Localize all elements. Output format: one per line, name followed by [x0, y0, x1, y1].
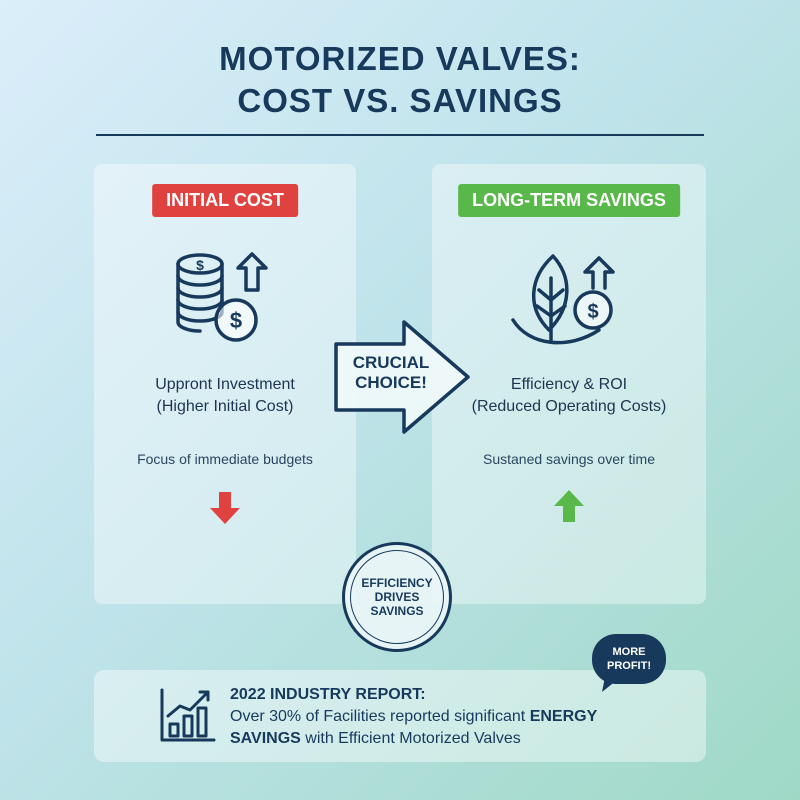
initial-cost-subhead-line-2: (Higher Initial Cost): [156, 398, 294, 415]
svg-text:$: $: [230, 308, 242, 333]
page-title: MOTORIZED VALVES: COST VS. SAVINGS: [0, 38, 800, 122]
crucial-choice-arrow-icon: [332, 318, 472, 441]
report-line-3-regular: with Efficient Motorized Valves: [300, 730, 521, 747]
more-profit-bubble: MORE PROFIT!: [592, 634, 666, 684]
long-term-savings-badge: LONG-TERM SAVINGS: [458, 184, 680, 217]
long-term-savings-subhead-line-2: (Reduced Operating Costs): [471, 398, 667, 415]
long-term-savings-panel: LONG-TERM SAVINGS $ Efficiency & ROI (Re…: [432, 164, 706, 604]
crucial-choice-line-2: CHOICE!: [355, 373, 427, 392]
coins-dollar-up-icon: $ $: [170, 250, 280, 355]
report-line-3-bold: SAVINGS: [230, 730, 301, 747]
efficiency-seal-text: EFFICIENCY DRIVES SAVINGS: [350, 550, 444, 644]
report-heading: 2022 INDUSTRY REPORT:: [230, 686, 426, 703]
seal-line-3: SAVINGS: [370, 604, 424, 618]
industry-report-text: 2022 INDUSTRY REPORT: Over 30% of Facili…: [230, 684, 690, 750]
initial-cost-panel: INITIAL COST $ $ Uppront Investment (Hig…: [94, 164, 356, 604]
long-term-savings-note: Sustaned savings over time: [483, 451, 655, 467]
title-divider: [96, 134, 704, 136]
initial-cost-description: Uppront Investment (Higher Initial Cost): [94, 374, 356, 418]
leaf-dollar-up-icon: $: [509, 250, 629, 355]
crucial-choice-line-1: CRUCIAL: [352, 353, 430, 372]
initial-cost-subhead-line-1: Uppront Investment: [155, 376, 295, 393]
bar-chart-up-icon: [158, 686, 216, 749]
bubble-line-1: MORE: [612, 646, 646, 658]
arrow-down-icon: [208, 490, 242, 531]
long-term-savings-description: Efficiency & ROI (Reduced Operating Cost…: [432, 374, 706, 418]
svg-text:$: $: [587, 301, 598, 323]
svg-text:$: $: [196, 257, 204, 273]
title-line-2: COST VS. SAVINGS: [237, 82, 563, 119]
title-line-1: MOTORIZED VALVES:: [219, 40, 581, 77]
report-line-2: Over 30% of Facilities reported signific…: [230, 706, 690, 728]
seal-line-2: DRIVES: [374, 590, 420, 604]
long-term-savings-subhead-line-1: Efficiency & ROI: [510, 376, 628, 393]
crucial-choice-label: CRUCIAL CHOICE!: [338, 353, 444, 393]
bubble-line-2: PROFIT!: [607, 660, 651, 672]
initial-cost-note: Focus of immediate budgets: [137, 451, 313, 467]
report-line-3: SAVINGS with Efficient Motorized Valves: [230, 728, 690, 750]
arrow-up-icon: [552, 488, 586, 529]
report-line-2-regular: Over 30% of Facilities reported signific…: [230, 708, 530, 725]
efficiency-seal: EFFICIENCY DRIVES SAVINGS: [342, 542, 452, 652]
initial-cost-badge: INITIAL COST: [152, 184, 298, 217]
report-line-2-bold: ENERGY: [529, 708, 598, 725]
seal-line-1: EFFICIENCY: [361, 576, 433, 590]
